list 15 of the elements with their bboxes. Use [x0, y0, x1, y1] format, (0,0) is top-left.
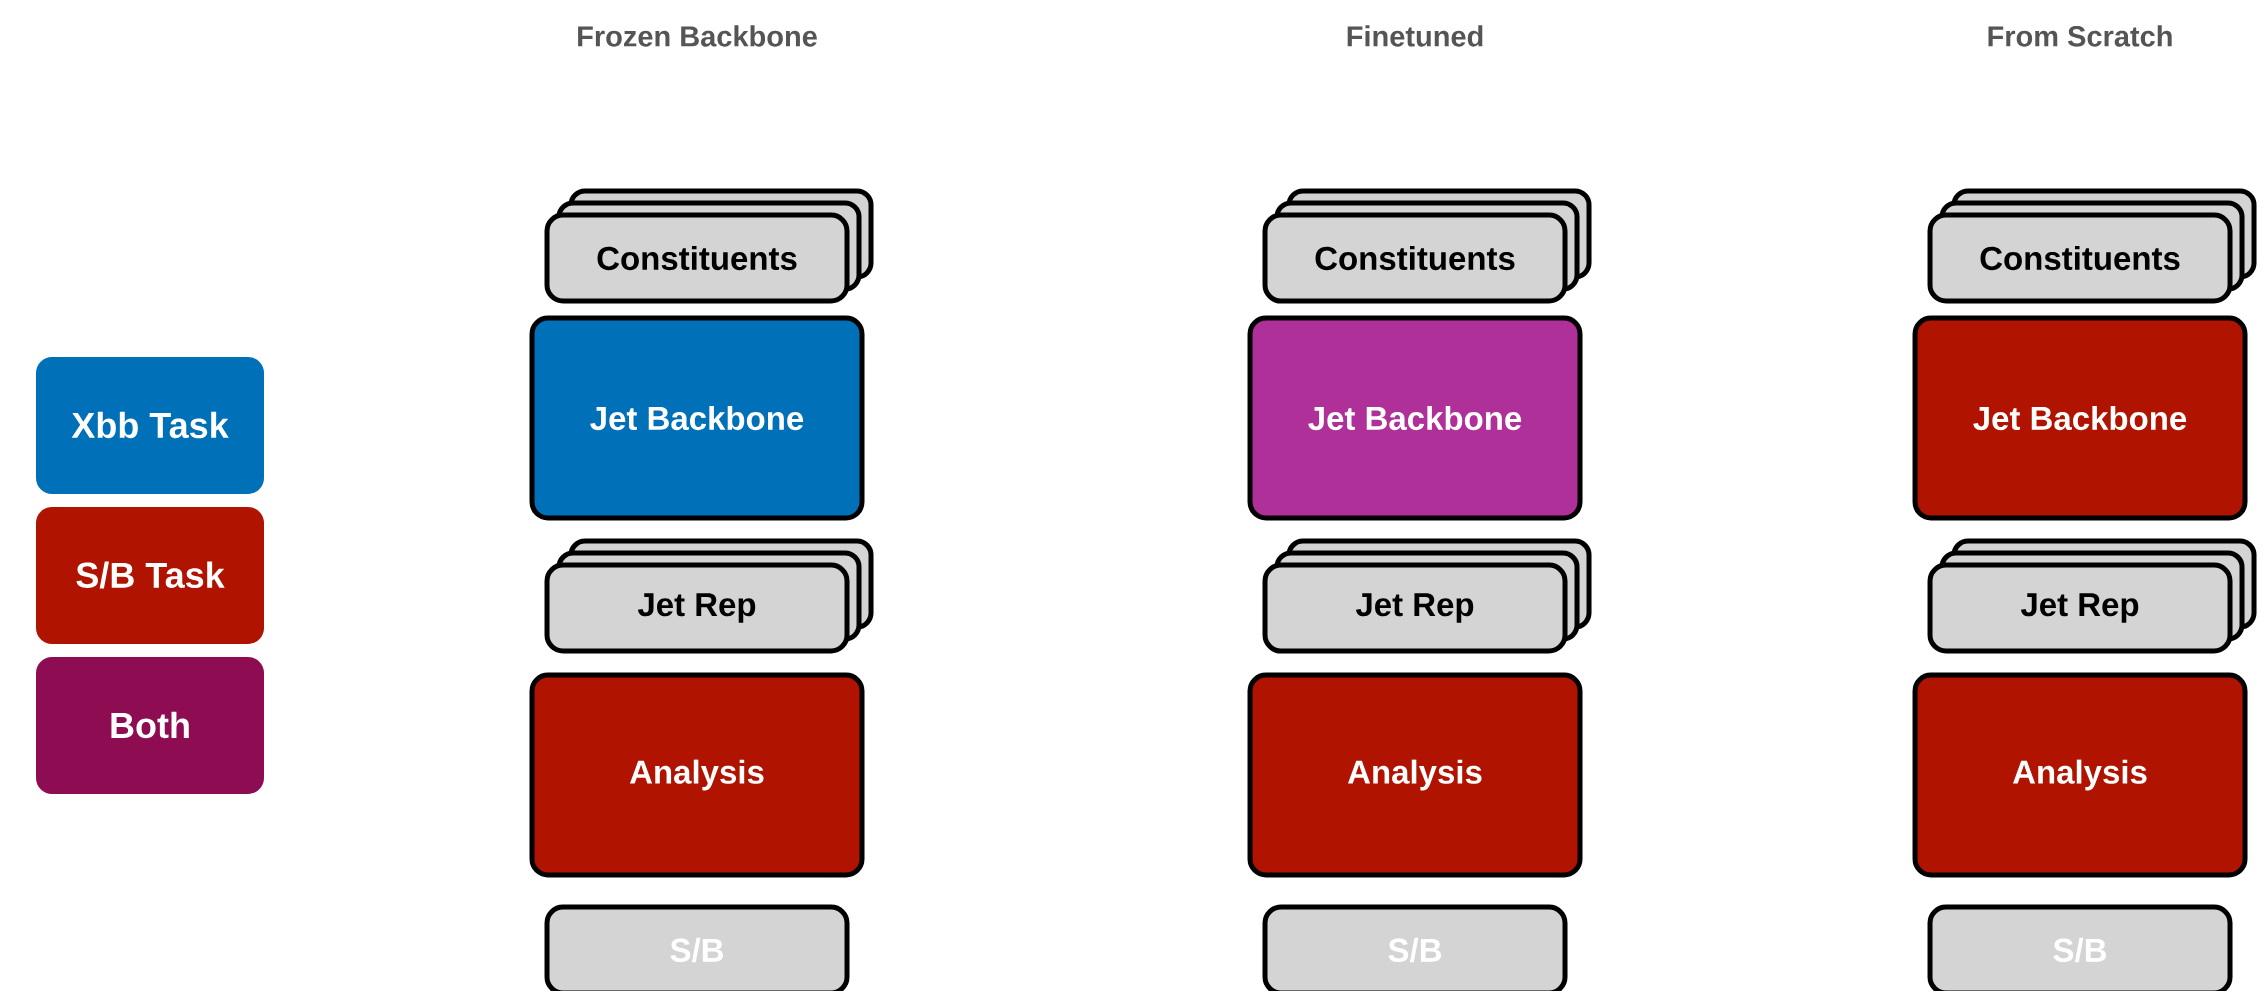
column-title: Frozen Backbone	[578, 25, 817, 47]
column-title: From Scratch	[1988, 25, 2172, 47]
stacked-box: Jet Rep	[1262, 538, 1592, 654]
stacked-box: Constituents	[1262, 188, 1592, 304]
process-box: Jet Backbone	[529, 315, 865, 521]
column-title: Finetuned	[1347, 25, 1483, 47]
process-box: Analysis	[1247, 672, 1583, 878]
process-box: Analysis	[529, 672, 865, 878]
stacked-box: Jet Rep	[1927, 538, 2257, 654]
stacked-box: Constituents	[544, 188, 874, 304]
process-box: Jet Backbone	[1247, 315, 1583, 521]
process-box: Jet Backbone	[1912, 315, 2248, 521]
process-box: Analysis	[1912, 672, 2248, 878]
stacked-box: Constituents	[1927, 188, 2257, 304]
stacked-box: Jet Rep	[544, 538, 874, 654]
